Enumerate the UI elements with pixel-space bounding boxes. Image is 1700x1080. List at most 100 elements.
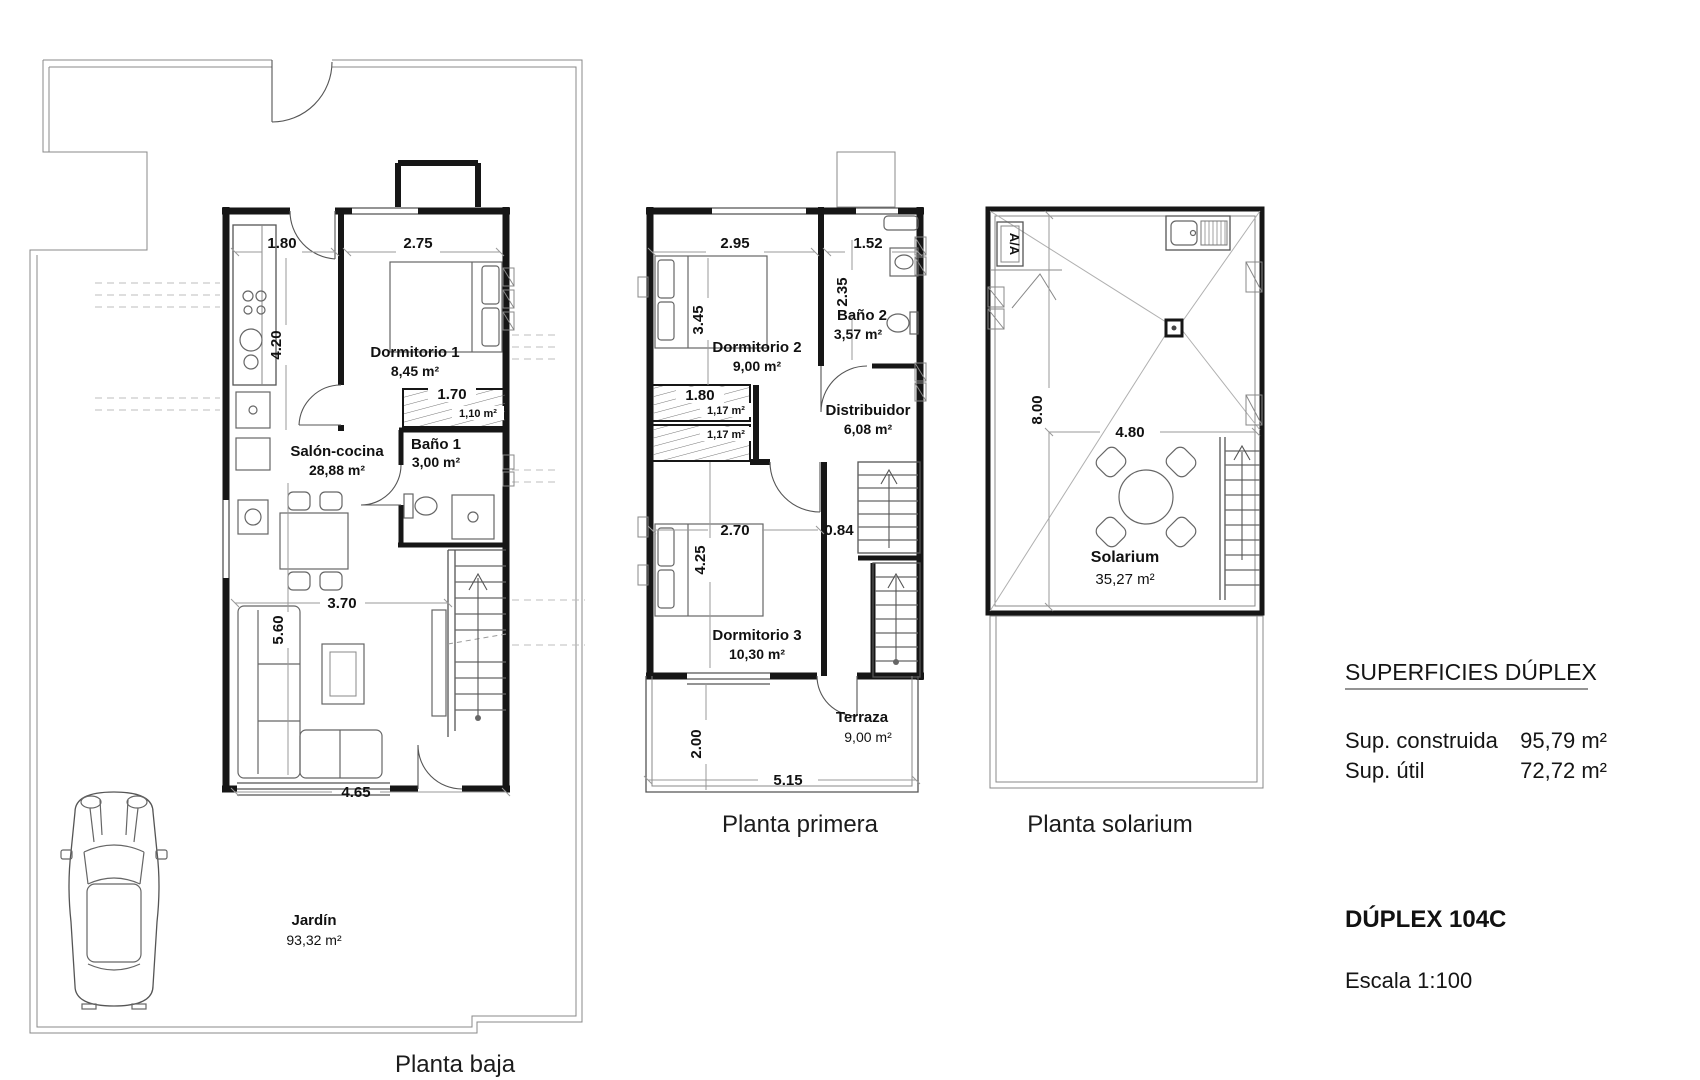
dimension-lines-p1 xyxy=(643,240,923,790)
washer-icon xyxy=(237,499,269,535)
room-area-salon: 28,88 m² xyxy=(309,462,365,478)
dim-kitchen-width: 1.80 xyxy=(267,235,296,252)
patio-table xyxy=(1095,446,1197,548)
stairs-solarium xyxy=(1219,437,1260,600)
bed-dorm1 xyxy=(389,261,503,353)
gate-door-arc xyxy=(271,60,333,123)
terraza-outline xyxy=(645,676,919,793)
room-name-dorm2: Dormitorio 2 xyxy=(712,339,801,356)
doors xyxy=(289,210,463,790)
dim-solarium-height: 8.00 xyxy=(1029,395,1046,424)
room-area-dorm3: 10,30 m² xyxy=(729,646,785,662)
bathroom2-fixtures xyxy=(883,215,919,335)
toilet-icon xyxy=(403,493,414,519)
wardrobe-dorm1 xyxy=(402,386,507,428)
stairs-down-p1 xyxy=(872,562,921,678)
wardrobes-dorm2 xyxy=(651,384,752,462)
room-name-bano2: Baño 2 xyxy=(837,307,887,324)
armario2-area: 1,17 m² xyxy=(707,429,745,441)
room-name-bano1: Baño 1 xyxy=(411,436,461,453)
building-walls xyxy=(222,160,510,793)
drainboard-icon xyxy=(1200,220,1228,246)
caption-planta-primera: Planta primera xyxy=(722,811,879,838)
dim-bottom-width: 4.65 xyxy=(341,784,370,801)
dim-armario-width: 1.70 xyxy=(437,386,466,403)
dorm3-door-arc xyxy=(769,461,821,513)
dim-solarium-width: 4.80 xyxy=(1115,424,1144,441)
upper-void-outline xyxy=(836,151,896,208)
room-area-bano1: 3,00 m² xyxy=(412,454,461,470)
dim-dorm2-height: 3.45 xyxy=(690,305,707,334)
room-name-distribuidor: Distribuidor xyxy=(826,402,911,419)
appliance-icon xyxy=(235,437,271,471)
summary-construida-label: Sup. construida xyxy=(1345,728,1499,753)
dining-table xyxy=(279,491,349,591)
oven-icon xyxy=(235,391,271,429)
room-area-jardin: 93,32 m² xyxy=(286,932,342,948)
summary-scale: Escala 1:100 xyxy=(1345,968,1472,993)
dim-hall-width: 0.84 xyxy=(824,522,854,539)
plan-planta-primera: 2.95 1.52 3.45 2.35 Dormitorio 2 9,00 m²… xyxy=(637,151,927,838)
caption-planta-solarium: Planta solarium xyxy=(1027,811,1192,838)
windows-p1 xyxy=(687,207,898,685)
stairs xyxy=(447,549,507,737)
room-name-solarium: Solarium xyxy=(1091,549,1159,566)
terraza-door-arc xyxy=(816,675,858,717)
shower-icon xyxy=(451,494,495,540)
entrance-door-arc xyxy=(289,210,336,260)
room-area-distribuidor: 6,08 m² xyxy=(844,421,893,437)
summary-unit-name: DÚPLEX 104C xyxy=(1345,905,1506,933)
caption-planta-baja: Planta baja xyxy=(395,1051,516,1078)
room-name-terraza: Terraza xyxy=(836,709,889,726)
salon-door-arc xyxy=(417,744,463,790)
dim-dorm3-height: 4.25 xyxy=(692,545,709,574)
dim-dorm2-width: 2.95 xyxy=(720,235,749,252)
summary-block: SUPERFICIES DÚPLEX Sup. construida 95,79… xyxy=(1345,659,1607,993)
dim-kitchen-height: 4.20 xyxy=(268,330,285,359)
room-area-solarium: 35,27 m² xyxy=(1095,571,1154,588)
room-name-salon: Salón-cocina xyxy=(290,443,384,460)
dim-terraza-height: 2.00 xyxy=(688,729,705,758)
bathtub-icon xyxy=(883,215,919,231)
dim-bano2-height: 2.35 xyxy=(834,277,851,306)
armario-area: 1,10 m² xyxy=(459,408,497,420)
room-name-dorm3: Dormitorio 3 xyxy=(712,627,801,644)
room-name-dorm1: Dormitorio 1 xyxy=(370,344,459,361)
dim-dorm3-width: 2.70 xyxy=(720,522,749,539)
roof-drain-icon xyxy=(1164,318,1184,338)
sofa xyxy=(237,605,383,779)
room-name-jardin: Jardín xyxy=(291,912,336,929)
dim-bano2-width: 1.52 xyxy=(853,235,882,252)
summary-title: SUPERFICIES DÚPLEX xyxy=(1345,659,1597,685)
dim-armario-p1: 1.80 xyxy=(685,387,714,404)
shutter-boxes xyxy=(502,267,515,487)
summary-util-value: 72,72 m² xyxy=(1520,758,1607,783)
bed-dorm2 xyxy=(654,255,768,349)
sink-unit xyxy=(1165,215,1231,251)
doors-p1 xyxy=(769,365,868,717)
room-area-terraza: 9,00 m² xyxy=(844,729,892,745)
bed-dorm3 xyxy=(654,523,764,617)
stairs-up-p1 xyxy=(857,461,921,554)
dim-dorm1-width: 2.75 xyxy=(403,235,432,252)
bath1-door-arc xyxy=(360,464,402,506)
sink-icon xyxy=(239,328,263,352)
room-area-dorm1: 8,45 m² xyxy=(391,363,440,379)
tv-unit xyxy=(431,609,447,717)
coffee-table xyxy=(321,643,365,705)
reference-dashed-lines xyxy=(95,282,585,646)
ac-label: A/A xyxy=(1007,233,1022,256)
plan-planta-solarium: A/A xyxy=(985,206,1265,838)
kitchen-unit xyxy=(232,224,277,535)
lower-floor-outline xyxy=(989,615,1264,789)
dimension-lines-solarium xyxy=(1044,210,1261,612)
dim-salon-height: 5.60 xyxy=(270,615,287,644)
armario1-area: 1,17 m² xyxy=(707,405,745,417)
plot-boundary xyxy=(29,59,583,1034)
bano2-door-arc xyxy=(820,365,868,413)
car-icon xyxy=(60,791,168,1010)
shutter-boxes-p1 xyxy=(637,236,927,586)
wall-boxes-solarium xyxy=(987,261,1263,426)
